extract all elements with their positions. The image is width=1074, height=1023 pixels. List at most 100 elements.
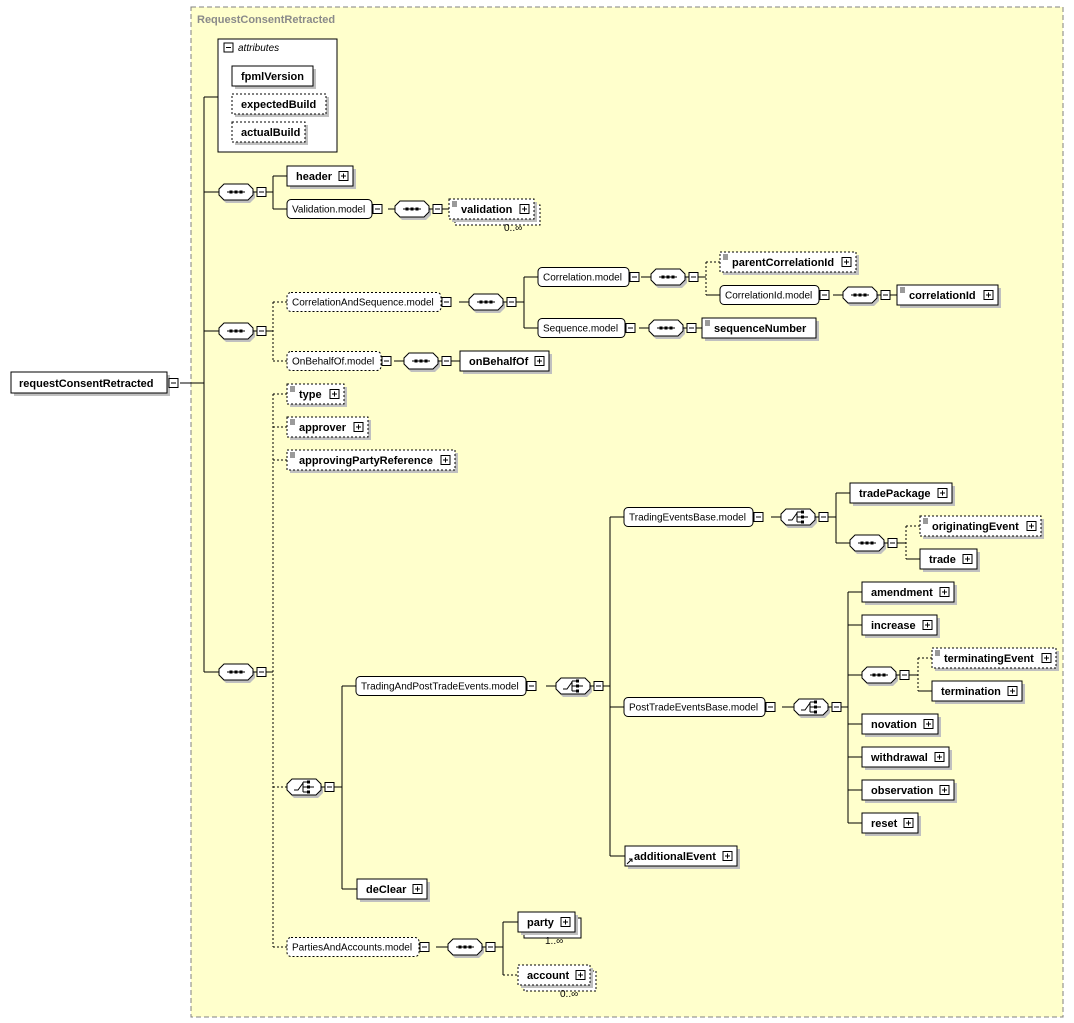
- collapse-icon[interactable]: [887, 538, 898, 548]
- sequence-compositor[interactable]: [447, 938, 496, 958]
- element-approving-party-reference[interactable]: approvingPartyReference: [286, 449, 458, 473]
- element-trade[interactable]: trade: [919, 548, 980, 572]
- sequence-compositor[interactable]: [861, 666, 910, 686]
- element-header[interactable]: header: [286, 165, 356, 189]
- collapse-icon[interactable]: [485, 942, 496, 952]
- expand-icon[interactable]: [440, 455, 451, 465]
- expand-icon[interactable]: [983, 290, 994, 300]
- element-type[interactable]: type: [286, 383, 347, 407]
- expand-icon[interactable]: [903, 818, 914, 828]
- collapse-icon[interactable]: [441, 356, 452, 366]
- element-withdrawal[interactable]: withdrawal: [861, 746, 952, 770]
- group-on-behalf-of-model[interactable]: OnBehalfOf.model: [286, 351, 392, 371]
- element-sequence-number[interactable]: sequenceNumber: [701, 317, 819, 341]
- expand-icon[interactable]: [841, 257, 852, 267]
- sequence-compositor[interactable]: [403, 352, 452, 372]
- group-sequence-model[interactable]: Sequence.model: [537, 318, 636, 338]
- sequence-compositor[interactable]: [650, 268, 699, 288]
- choice-compositor[interactable]: [793, 698, 842, 718]
- expand-icon[interactable]: [922, 620, 933, 630]
- collapse-icon[interactable]: [432, 204, 443, 214]
- choice-compositor[interactable]: [286, 778, 335, 798]
- group-post-trade-events-base-model[interactable]: PostTradeEventsBase.model: [623, 697, 776, 717]
- sequence-compositor[interactable]: [648, 319, 697, 339]
- expand-icon[interactable]: [722, 851, 733, 861]
- element-additional-event[interactable]: additionalEvent: [624, 845, 740, 869]
- element-trade-package[interactable]: tradePackage: [849, 482, 955, 506]
- collapse-icon[interactable]: [765, 702, 776, 712]
- group-trading-events-base-model[interactable]: TradingEventsBase.model: [623, 507, 764, 527]
- choice-compositor[interactable]: [555, 677, 604, 697]
- expand-icon[interactable]: [939, 587, 950, 597]
- collapse-icon[interactable]: [324, 782, 335, 792]
- collapse-icon[interactable]: [506, 297, 517, 307]
- choice-compositor[interactable]: [780, 508, 829, 528]
- collapse-icon[interactable]: [381, 356, 392, 366]
- sequence-compositor[interactable]: [218, 322, 267, 342]
- collapse-icon[interactable]: [419, 942, 430, 952]
- collapse-icon[interactable]: [686, 323, 697, 333]
- expand-icon[interactable]: [1041, 653, 1052, 663]
- collapse-icon[interactable]: [441, 297, 452, 307]
- collapse-icon[interactable]: [526, 681, 537, 691]
- expand-icon[interactable]: [412, 884, 423, 894]
- sequence-compositor[interactable]: [394, 200, 443, 220]
- element-termination[interactable]: termination: [931, 680, 1025, 704]
- expand-icon[interactable]: [937, 488, 948, 498]
- expand-icon[interactable]: [329, 389, 340, 399]
- sequence-compositor[interactable]: [468, 293, 517, 313]
- expand-icon[interactable]: [934, 752, 945, 762]
- element-approver[interactable]: approver: [286, 416, 371, 440]
- sequence-compositor[interactable]: [218, 183, 267, 203]
- collapse-icon[interactable]: [880, 290, 891, 300]
- expand-icon[interactable]: [575, 970, 586, 980]
- element-observation[interactable]: observation: [861, 779, 957, 803]
- expand-icon[interactable]: [534, 356, 545, 366]
- collapse-icon[interactable]: [625, 323, 636, 333]
- element-amendment[interactable]: amendment: [861, 581, 957, 605]
- root-element[interactable]: requestConsentRetracted: [10, 371, 170, 396]
- collapse-icon[interactable]: [831, 702, 842, 712]
- element-parent-correlation-id[interactable]: parentCorrelationId: [719, 251, 859, 275]
- element-novation[interactable]: novation: [861, 713, 941, 737]
- sequence-compositor[interactable]: [842, 286, 891, 306]
- sequence-compositor[interactable]: [849, 534, 898, 554]
- expand-icon[interactable]: [560, 917, 571, 927]
- collapse-icon[interactable]: [899, 670, 910, 680]
- collapse-icon[interactable]: [629, 272, 640, 282]
- expand-icon[interactable]: [338, 171, 349, 181]
- attribute-actualbuild[interactable]: [231, 121, 306, 143]
- element-correlation-id[interactable]: correlationId: [896, 284, 1001, 308]
- collapse-icon[interactable]: [819, 290, 830, 300]
- group-parties-and-accounts-model[interactable]: PartiesAndAccounts.model: [286, 937, 430, 957]
- expand-icon[interactable]: [923, 719, 934, 729]
- expand-icon[interactable]: [939, 785, 950, 795]
- collapse-icon[interactable]: [256, 187, 267, 197]
- element-de-clear[interactable]: deClear: [356, 878, 430, 902]
- group-correlation-id-model[interactable]: CorrelationId.model: [719, 285, 830, 305]
- expand-icon[interactable]: [1007, 686, 1018, 696]
- element-on-behalf-of[interactable]: onBehalfOf: [459, 350, 552, 374]
- collapse-icon[interactable]: [256, 326, 267, 336]
- collapse-icon[interactable]: [753, 512, 764, 522]
- collapse-icon[interactable]: [688, 272, 699, 282]
- expand-icon[interactable]: [353, 422, 364, 432]
- group-correlation-and-sequence-model[interactable]: CorrelationAndSequence.model: [286, 292, 452, 312]
- group-trading-and-post-trade-events-model[interactable]: TradingAndPostTradeEvents.model: [355, 676, 537, 696]
- element-reset[interactable]: reset: [861, 812, 921, 836]
- group-validation-model[interactable]: Validation.model: [286, 199, 383, 219]
- root-collapse-icon[interactable]: [168, 378, 179, 388]
- element-terminating-event[interactable]: terminatingEvent: [931, 647, 1059, 671]
- attribute-expectedbuild[interactable]: [231, 93, 327, 115]
- group-correlation-model[interactable]: Correlation.model: [537, 267, 640, 287]
- collapse-icon[interactable]: [818, 512, 829, 522]
- element-originating-event[interactable]: originatingEvent: [919, 515, 1044, 539]
- attribute-fpmlversion[interactable]: [231, 65, 314, 87]
- collapse-icon[interactable]: [256, 667, 267, 677]
- sequence-compositor[interactable]: [218, 663, 267, 683]
- expand-icon[interactable]: [519, 204, 530, 214]
- expand-icon[interactable]: [1026, 521, 1037, 531]
